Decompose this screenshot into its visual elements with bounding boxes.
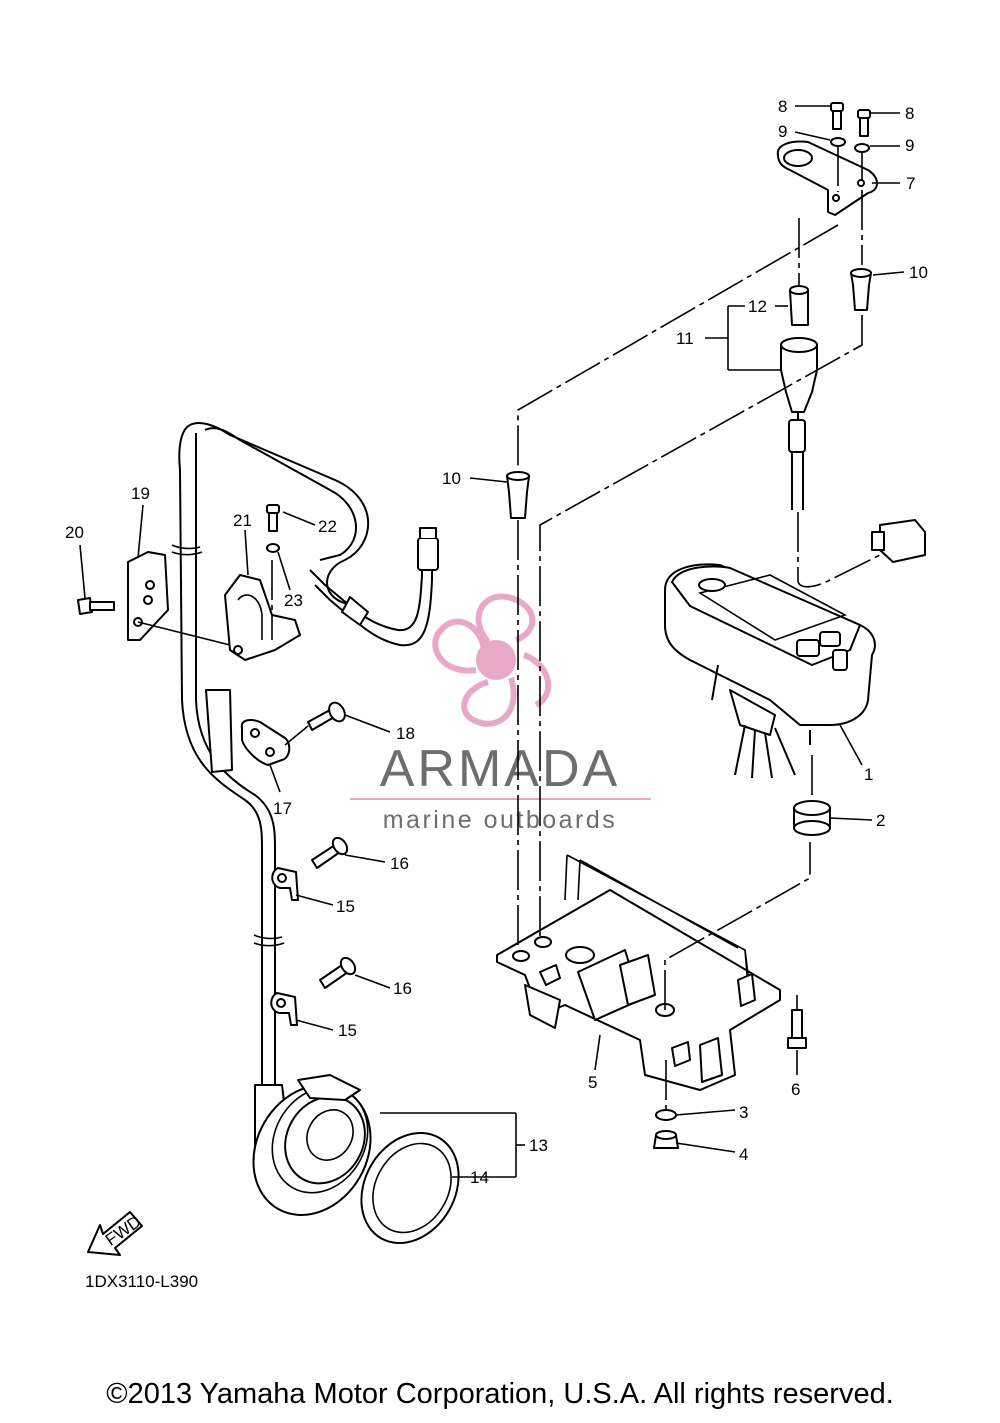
indicator-lamp xyxy=(780,285,926,588)
callout-1: 1 xyxy=(864,765,873,784)
callout-15b: 15 xyxy=(338,1021,357,1040)
callout-4: 4 xyxy=(739,1145,748,1164)
callout-22: 22 xyxy=(318,517,337,536)
callout-13: 13 xyxy=(529,1136,548,1155)
screw-lower xyxy=(319,956,357,989)
callout-10b: 10 xyxy=(442,469,461,488)
callout-labels: 1 2 3 4 5 6 7 8 8 9 9 10 10 11 12 13 14 … xyxy=(65,97,928,1187)
drawing-code: 1DX3110-L390 xyxy=(85,1272,198,1291)
callout-14: 14 xyxy=(470,1168,489,1187)
speedometer-cable xyxy=(171,422,439,1181)
grommet-left xyxy=(506,471,530,519)
callout-6: 6 xyxy=(791,1080,800,1099)
callout-9a: 9 xyxy=(778,122,787,141)
washer-nut xyxy=(653,1060,679,1149)
fwd-arrow-icon: FWD xyxy=(87,1211,145,1256)
callout-16b: 16 xyxy=(393,979,412,998)
cable-clamp-upper xyxy=(271,867,299,901)
cable-holder-plate xyxy=(240,701,346,766)
copyright-notice: ©2013 Yamaha Motor Corporation, U.S.A. A… xyxy=(106,1378,894,1410)
callout-8b: 8 xyxy=(905,104,914,123)
callout-2: 2 xyxy=(876,811,885,830)
callout-10a: 10 xyxy=(909,263,928,282)
retaining-ring xyxy=(360,1131,460,1245)
armada-logo-icon xyxy=(432,593,552,727)
callout-5: 5 xyxy=(588,1073,597,1092)
watermark-title: ARMADA xyxy=(380,740,620,798)
top-bracket xyxy=(776,102,878,216)
callout-18: 18 xyxy=(396,724,415,743)
leader-lines xyxy=(79,105,905,1178)
callout-21: 21 xyxy=(233,511,252,530)
callout-20: 20 xyxy=(65,523,84,542)
callout-8a: 8 xyxy=(778,97,787,116)
speedometer-pickup xyxy=(252,1074,372,1216)
watermark-subtitle: marine outboards xyxy=(383,806,618,834)
rubber-damper xyxy=(793,800,831,836)
speedometer xyxy=(664,563,876,798)
callout-17: 17 xyxy=(273,799,292,818)
callout-9b: 9 xyxy=(905,136,914,155)
cable-clamp-lower xyxy=(270,992,298,1026)
bolt-22 xyxy=(266,504,280,553)
callout-12: 12 xyxy=(748,297,767,316)
bolt-20 xyxy=(77,597,115,615)
meter-bracket xyxy=(496,842,811,1091)
cable-clamp-21 xyxy=(224,560,301,661)
grommet-right xyxy=(850,268,872,311)
watermark: ARMADA marine outboards xyxy=(350,593,651,834)
callout-23: 23 xyxy=(284,591,303,610)
bolt xyxy=(787,995,807,1049)
callout-15a: 15 xyxy=(336,897,355,916)
callout-16a: 16 xyxy=(390,854,409,873)
screw-upper xyxy=(311,836,349,869)
callout-11: 11 xyxy=(676,329,694,348)
holder-bracket xyxy=(127,551,231,646)
callout-3: 3 xyxy=(739,1103,748,1122)
callout-19: 19 xyxy=(131,484,150,503)
callout-7: 7 xyxy=(906,174,915,193)
